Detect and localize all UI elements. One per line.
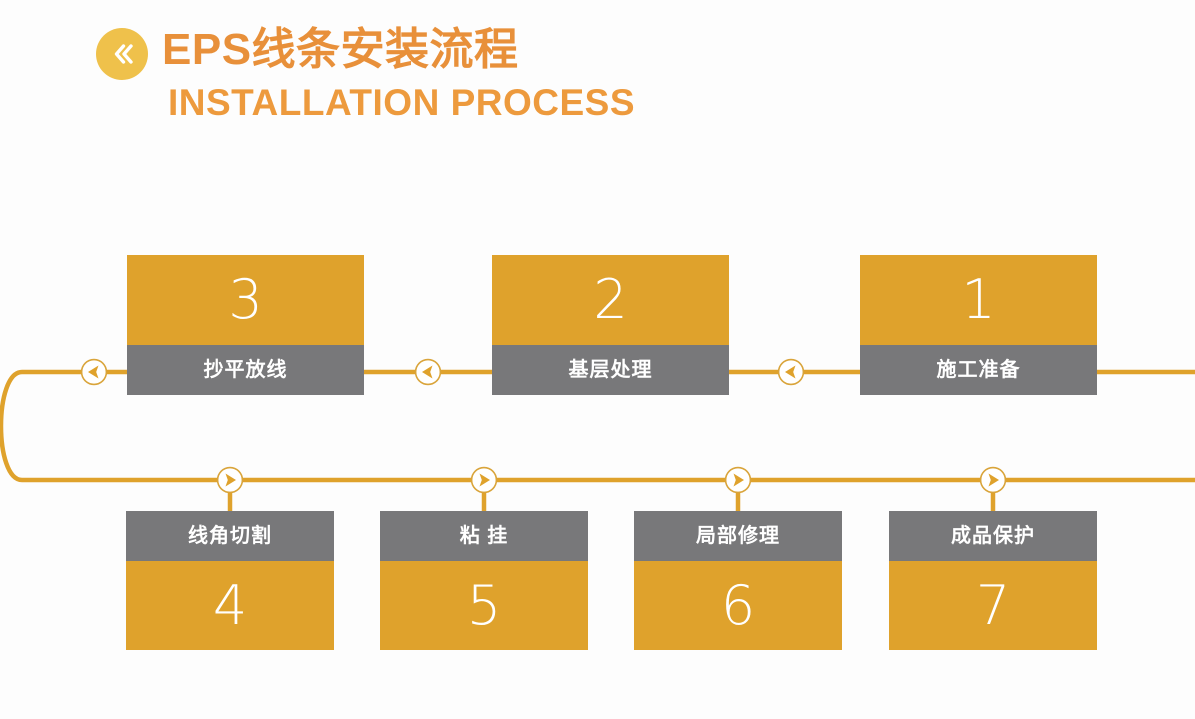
step-box-2[interactable]: 2 基层处理	[492, 255, 729, 395]
arrow-right-icon	[979, 466, 1007, 494]
step-label: 线角切割	[126, 511, 334, 561]
step-label: 粘 挂	[380, 511, 588, 561]
arrow-right-icon	[216, 466, 244, 494]
step-box-7[interactable]: 成品保护 7	[889, 511, 1097, 650]
step-box-4[interactable]: 线角切割 4	[126, 511, 334, 650]
arrow-left-icon	[80, 358, 108, 386]
step-number: 3	[127, 255, 364, 345]
page-header: EPS线条安装流程 INSTALLATION PROCESS	[96, 24, 796, 134]
step-label: 局部修理	[634, 511, 842, 561]
arrow-left-icon	[777, 358, 805, 386]
step-number: 4	[126, 561, 334, 650]
arrow-right-icon	[724, 466, 752, 494]
step-box-6[interactable]: 局部修理 6	[634, 511, 842, 650]
step-number: 2	[492, 255, 729, 345]
step-label: 基层处理	[492, 345, 729, 395]
step-box-3[interactable]: 3 抄平放线	[127, 255, 364, 395]
step-box-5[interactable]: 粘 挂 5	[380, 511, 588, 650]
step-label: 抄平放线	[127, 345, 364, 395]
double-chevron-left-icon	[96, 28, 148, 80]
arrow-right-icon	[470, 466, 498, 494]
step-number: 7	[889, 561, 1097, 650]
page-title: EPS线条安装流程	[162, 25, 519, 74]
step-number: 1	[860, 255, 1097, 345]
page-subtitle: INSTALLATION PROCESS	[168, 82, 636, 123]
arrow-left-icon	[414, 358, 442, 386]
step-number: 6	[634, 561, 842, 650]
step-label: 成品保护	[889, 511, 1097, 561]
step-box-1[interactable]: 1 施工准备	[860, 255, 1097, 395]
step-number: 5	[380, 561, 588, 650]
step-label: 施工准备	[860, 345, 1097, 395]
